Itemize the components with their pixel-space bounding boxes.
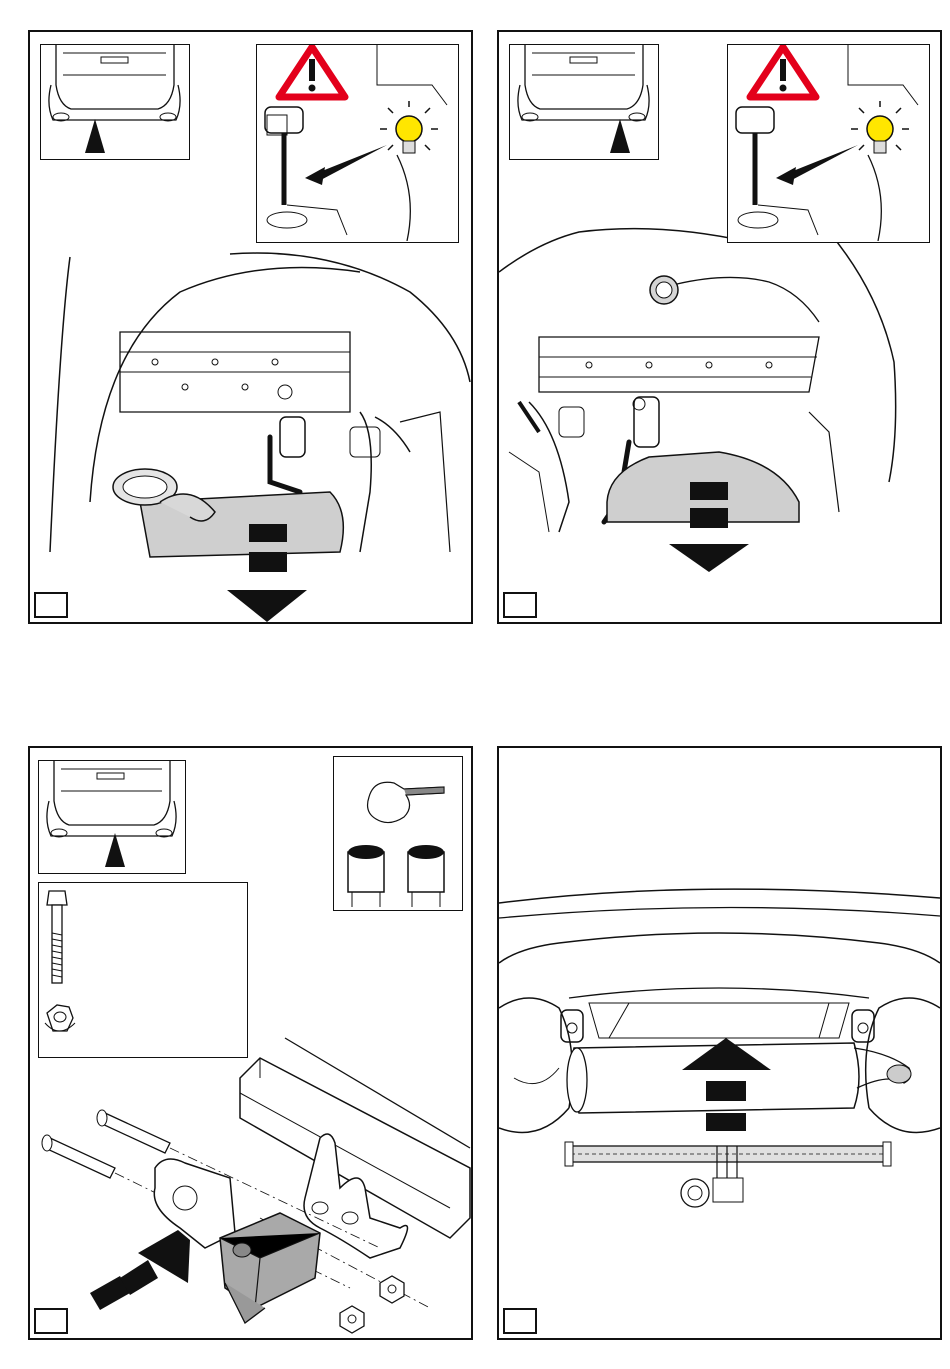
- step-panel-4: [497, 746, 942, 1340]
- up-arrow-icon: [610, 119, 630, 153]
- warning-inset: [256, 44, 459, 243]
- loctite-inset: [333, 756, 463, 911]
- right-arrow-icon: [90, 1230, 190, 1310]
- car-rear-inset: [40, 44, 190, 160]
- flange-nut-illustration: [340, 1276, 404, 1333]
- step-number-box: [34, 592, 68, 618]
- warning-triangle-icon: [750, 47, 816, 97]
- warning-triangle-icon: [279, 47, 345, 97]
- socket-icon: [408, 845, 444, 907]
- fasteners-inset: [38, 882, 248, 1058]
- bolt-icon: [47, 891, 67, 983]
- towbar-fitting-illustration: [499, 748, 940, 1338]
- nut-icon: [45, 1005, 75, 1031]
- step-number-box: [34, 1308, 68, 1334]
- step-panel-3: [28, 746, 473, 1340]
- up-arrow-icon: [105, 833, 125, 867]
- socket-icon: [348, 845, 384, 907]
- car-rear-inset: [509, 44, 659, 160]
- long-bolt-illustration: [42, 1110, 170, 1178]
- warning-inset: [727, 44, 930, 243]
- step-number-box: [503, 592, 537, 618]
- step-number-box: [503, 1308, 537, 1334]
- step-panel-1: [28, 30, 473, 624]
- lightbulb-icon: [380, 101, 438, 153]
- lightbulb-icon: [851, 101, 909, 153]
- step-panel-2: [497, 30, 942, 624]
- car-rear-inset: [38, 760, 186, 874]
